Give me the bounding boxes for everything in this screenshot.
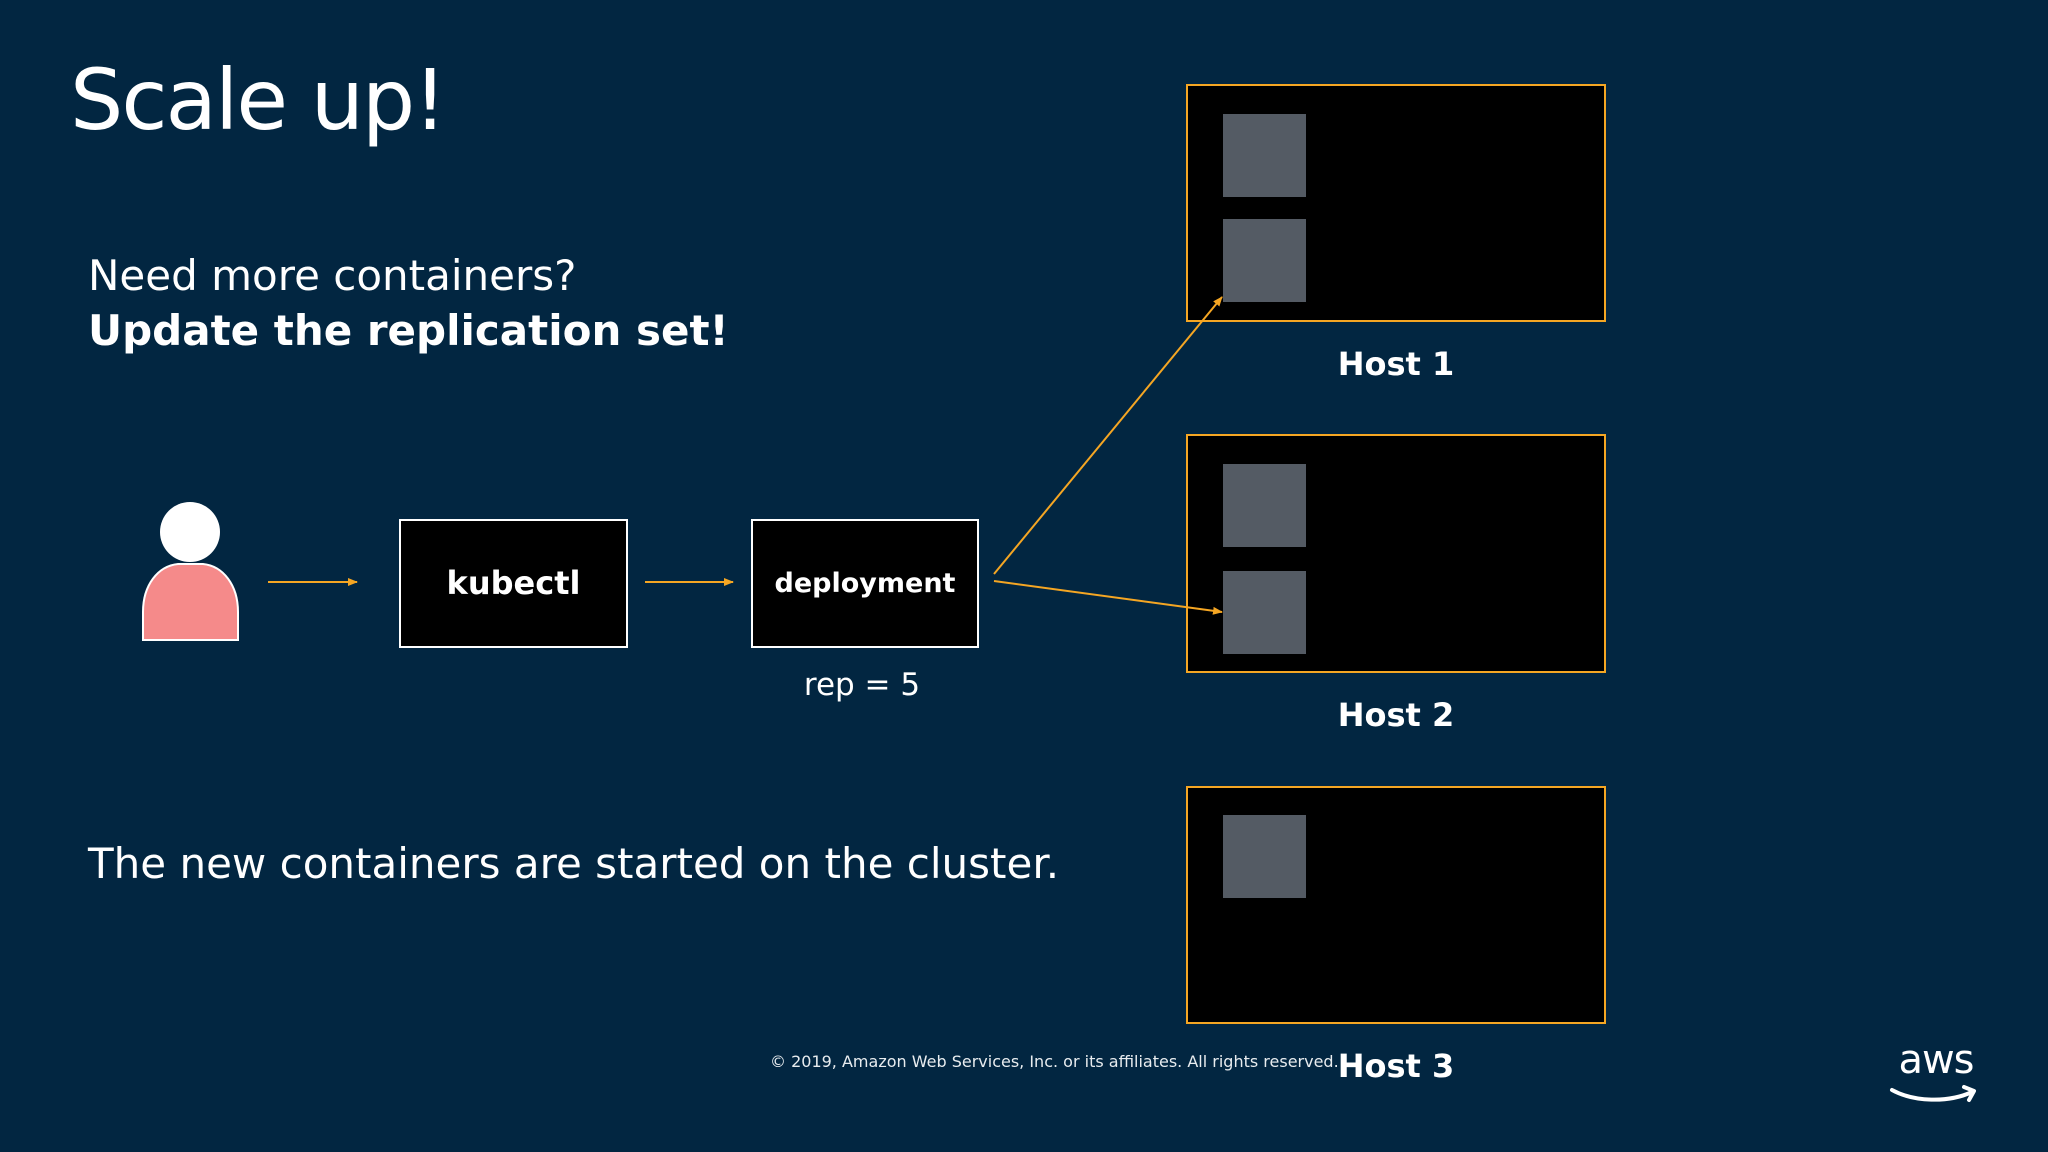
container-block [1223,114,1306,197]
intro-instruction: Update the replication set! [88,306,729,355]
footer-note: The new containers are started on the cl… [88,839,1060,888]
aws-logo: aws [1886,1040,1986,1110]
deployment-box: deployment [751,519,979,648]
user-icon [142,502,239,641]
arrow-deployment-to-host-2 [993,580,1223,615]
host-1-box [1186,84,1606,322]
host-2-label: Host 2 [1337,696,1455,734]
aws-logo-text: aws [1898,1037,1974,1083]
container-block [1223,219,1306,302]
host-2-box [1186,434,1606,673]
arrow-deployment-to-host-1 [993,296,1223,575]
host-3-label: Host 3 [1337,1047,1455,1085]
intro-question: Need more containers? [88,251,577,300]
slide-title: Scale up! [70,51,447,149]
host-3-box [1186,786,1606,1024]
deployment-label: deployment [775,568,956,599]
host-1-label: Host 1 [1337,345,1455,383]
deployment-replicas: rep = 5 [803,667,921,703]
container-block [1223,571,1306,654]
copyright-text: © 2019, Amazon Web Services, Inc. or its… [770,1052,1339,1071]
container-block [1223,464,1306,547]
container-block [1223,815,1306,898]
kubectl-label: kubectl [447,564,581,602]
kubectl-box: kubectl [399,519,628,648]
aws-smile-icon [1890,1085,1976,1102]
